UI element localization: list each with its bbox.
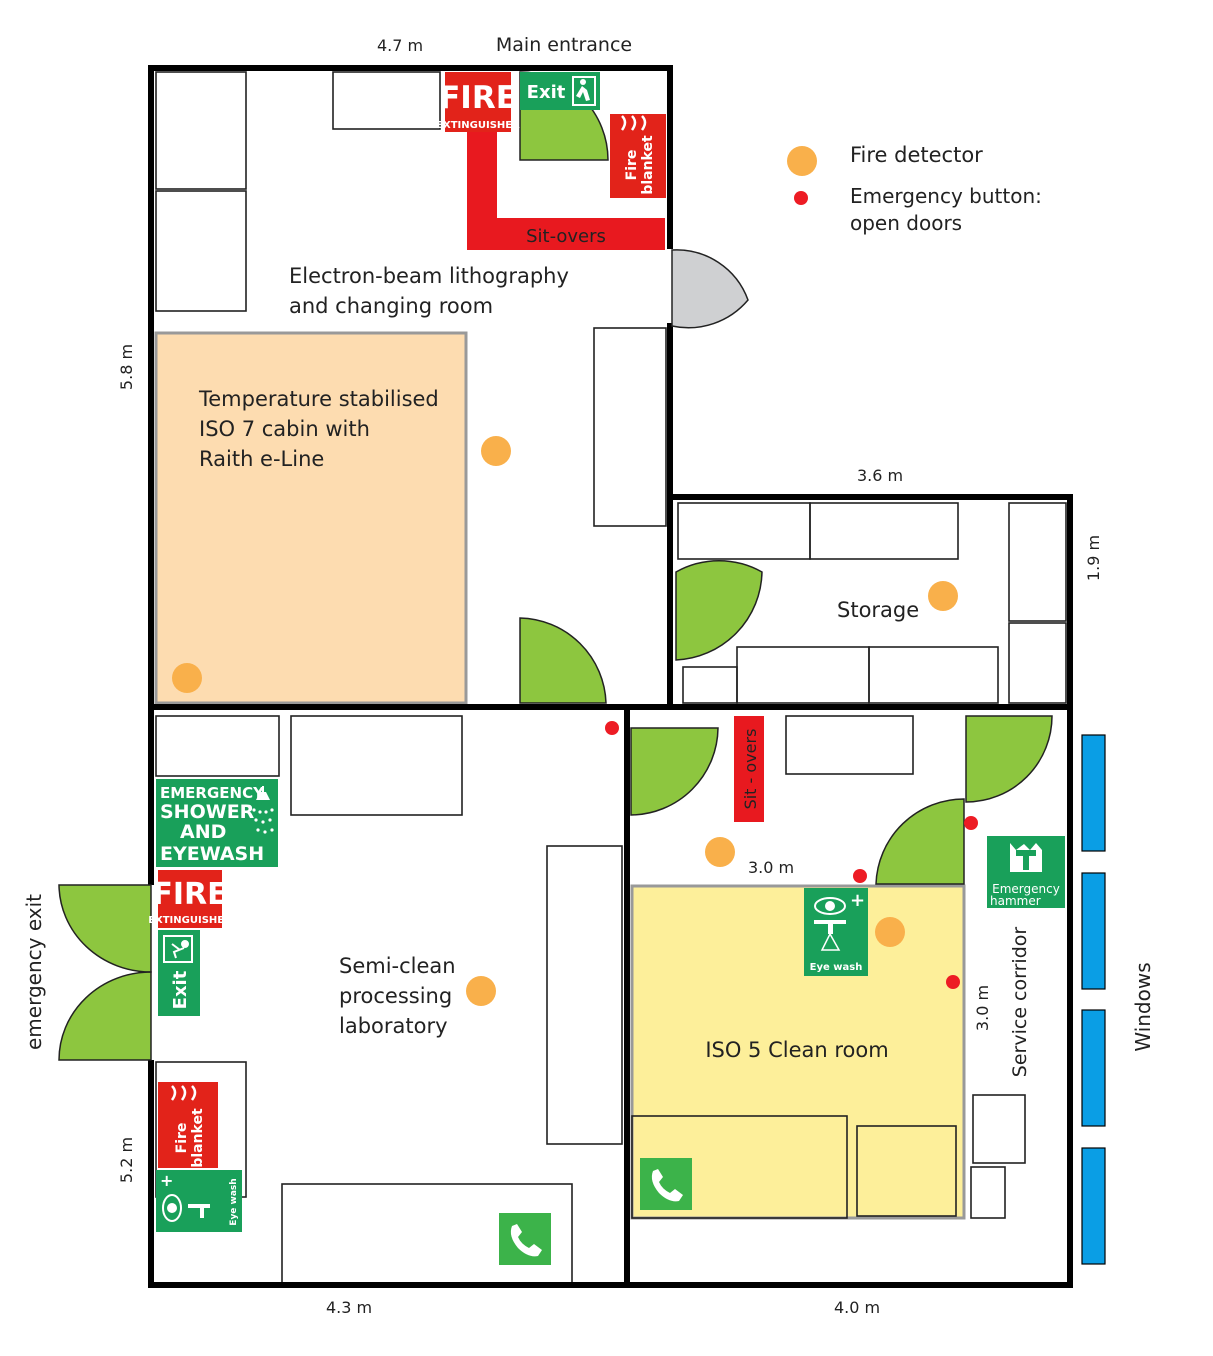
dim-left-height: 5.8 m — [117, 344, 136, 390]
eye-wash-sign-lab: + Eye wash — [156, 1170, 242, 1232]
svg-text:AND: AND — [180, 821, 226, 843]
running-man-icon — [572, 76, 596, 106]
svg-text:EXTINGUISHER: EXTINGUISHER — [436, 120, 520, 131]
phone-icon — [499, 1213, 551, 1265]
fire-detector — [466, 976, 496, 1006]
svg-text:EMERGENCY: EMERGENCY — [160, 784, 265, 802]
svg-text:FIRE: FIRE — [439, 80, 517, 116]
main-entrance-label: Main entrance — [496, 34, 632, 56]
emergency-button — [964, 816, 978, 830]
fire-detector — [875, 917, 905, 947]
lab-label-3: laboratory — [339, 1014, 448, 1038]
hammer-icon — [1010, 843, 1042, 872]
plus-icon: + — [160, 1171, 173, 1190]
eye-icon — [814, 897, 846, 915]
svg-text:FIRE: FIRE — [152, 877, 227, 912]
emergency-button-legend — [794, 191, 808, 205]
lab-label-1: Semi-clean — [339, 954, 456, 978]
furniture — [155, 71, 1067, 1285]
windows — [1081, 734, 1106, 1265]
door-emergency-exit-lower[interactable] — [58, 971, 152, 1061]
lab-label-2: processing — [339, 984, 452, 1008]
fire-extinguisher-sign-top: FIRE EXTINGUISHER — [436, 72, 520, 132]
dim-bottom-left: 4.3 m — [326, 1298, 372, 1317]
dim-clean-height: 3.0 m — [973, 985, 992, 1031]
dim-storage-height: 1.9 m — [1084, 535, 1103, 581]
sit-overs-mid-label: Sit - overs — [741, 729, 760, 810]
dim-storage-width: 3.6 m — [857, 466, 903, 485]
ebl-label-1: Electron-beam lithography — [289, 264, 569, 288]
emergency-buttons — [605, 191, 978, 989]
cabin-label-3: Raith e-Line — [199, 447, 324, 471]
storage-label: Storage — [837, 598, 919, 622]
legend-emergency-button-2: open doors — [850, 211, 962, 235]
dim-lab-height: 5.2 m — [117, 1137, 136, 1183]
faucet-icon — [814, 920, 846, 951]
svg-text:Fireblanket: Fireblanket — [174, 1108, 206, 1168]
cabin-label-1: Temperature stabilised — [198, 387, 439, 411]
svg-text:Emergency: Emergency — [992, 882, 1060, 896]
iso7-cabin — [154, 331, 468, 705]
eye-wash-sign-clean: + Eye wash — [804, 888, 868, 976]
svg-text:SHOWER: SHOWER — [160, 801, 255, 823]
fire-detector — [172, 663, 202, 693]
dim-clean-width: 3.0 m — [748, 858, 794, 877]
emergency-button — [946, 975, 960, 989]
door-ebl-lab[interactable] — [519, 617, 607, 704]
fire-detectors — [172, 146, 958, 1006]
walls — [148, 65, 1073, 1288]
clean-room-label: ISO 5 Clean room — [705, 1038, 888, 1062]
dim-bottom-right: 4.0 m — [834, 1298, 880, 1317]
svg-text:Eye wash: Eye wash — [229, 1178, 239, 1225]
exit-sign-top: Exit — [520, 72, 600, 110]
emergency-button — [605, 721, 619, 735]
svg-text:EYEWASH: EYEWASH — [160, 843, 264, 865]
windows-label: Windows — [1131, 962, 1155, 1051]
fire-detector-legend — [787, 146, 817, 176]
eye-icon — [162, 1194, 182, 1222]
running-man-icon — [163, 935, 193, 963]
svg-text:Exit: Exit — [527, 82, 566, 103]
door-right-top-left[interactable] — [630, 727, 719, 816]
fire-extinguisher-sign-lab: FIRE EXTINGUISHER — [148, 870, 232, 928]
service-corridor-label: Service corridor — [1009, 927, 1031, 1078]
legend-fire-detector: Fire detector — [850, 143, 983, 167]
sit-overs-top — [467, 130, 665, 250]
sit-overs-top-label: Sit-overs — [526, 226, 606, 247]
door-storage[interactable] — [675, 560, 763, 661]
fire-blanket-sign-top: Fireblanket — [610, 114, 666, 198]
ebl-label-2: and changing room — [289, 294, 493, 318]
svg-text:Exit: Exit — [170, 970, 191, 1009]
svg-text:Eye wash: Eye wash — [810, 962, 863, 973]
door-grey[interactable] — [671, 249, 749, 329]
emergency-hammer-sign: Emergency hammer — [987, 836, 1065, 908]
sit-overs-mid — [734, 716, 764, 822]
door-corridor[interactable] — [965, 715, 1053, 803]
svg-text:EXTINGUISHER: EXTINGUISHER — [148, 915, 232, 926]
fire-blanket-sign-lab: Fireblanket — [158, 1082, 218, 1168]
emergency-exit-label: emergency exit — [22, 894, 46, 1050]
svg-text:Fireblanket: Fireblanket — [624, 135, 656, 195]
fire-detector — [928, 581, 958, 611]
plus-icon: + — [850, 890, 865, 911]
phone-icon — [640, 1158, 692, 1210]
fire-detector — [481, 436, 511, 466]
shower-icon — [252, 786, 274, 834]
fire-detector — [705, 837, 735, 867]
emergency-button — [853, 869, 867, 883]
exit-sign-lab: Exit — [158, 930, 200, 1016]
dim-top-width: 4.7 m — [377, 36, 423, 55]
cabin-label-2: ISO 7 cabin with — [199, 417, 370, 441]
faucet-icon — [188, 1204, 210, 1218]
flame-icon — [620, 115, 647, 131]
legend-emergency-button-1: Emergency button: — [850, 184, 1042, 208]
emergency-shower-sign: EMERGENCY SHOWER AND EYEWASH — [156, 779, 278, 867]
flame-icon — [170, 1085, 197, 1101]
door-emergency-exit-upper[interactable] — [58, 884, 152, 973]
svg-text:hammer: hammer — [990, 894, 1041, 908]
door-clean-room[interactable] — [875, 798, 965, 885]
